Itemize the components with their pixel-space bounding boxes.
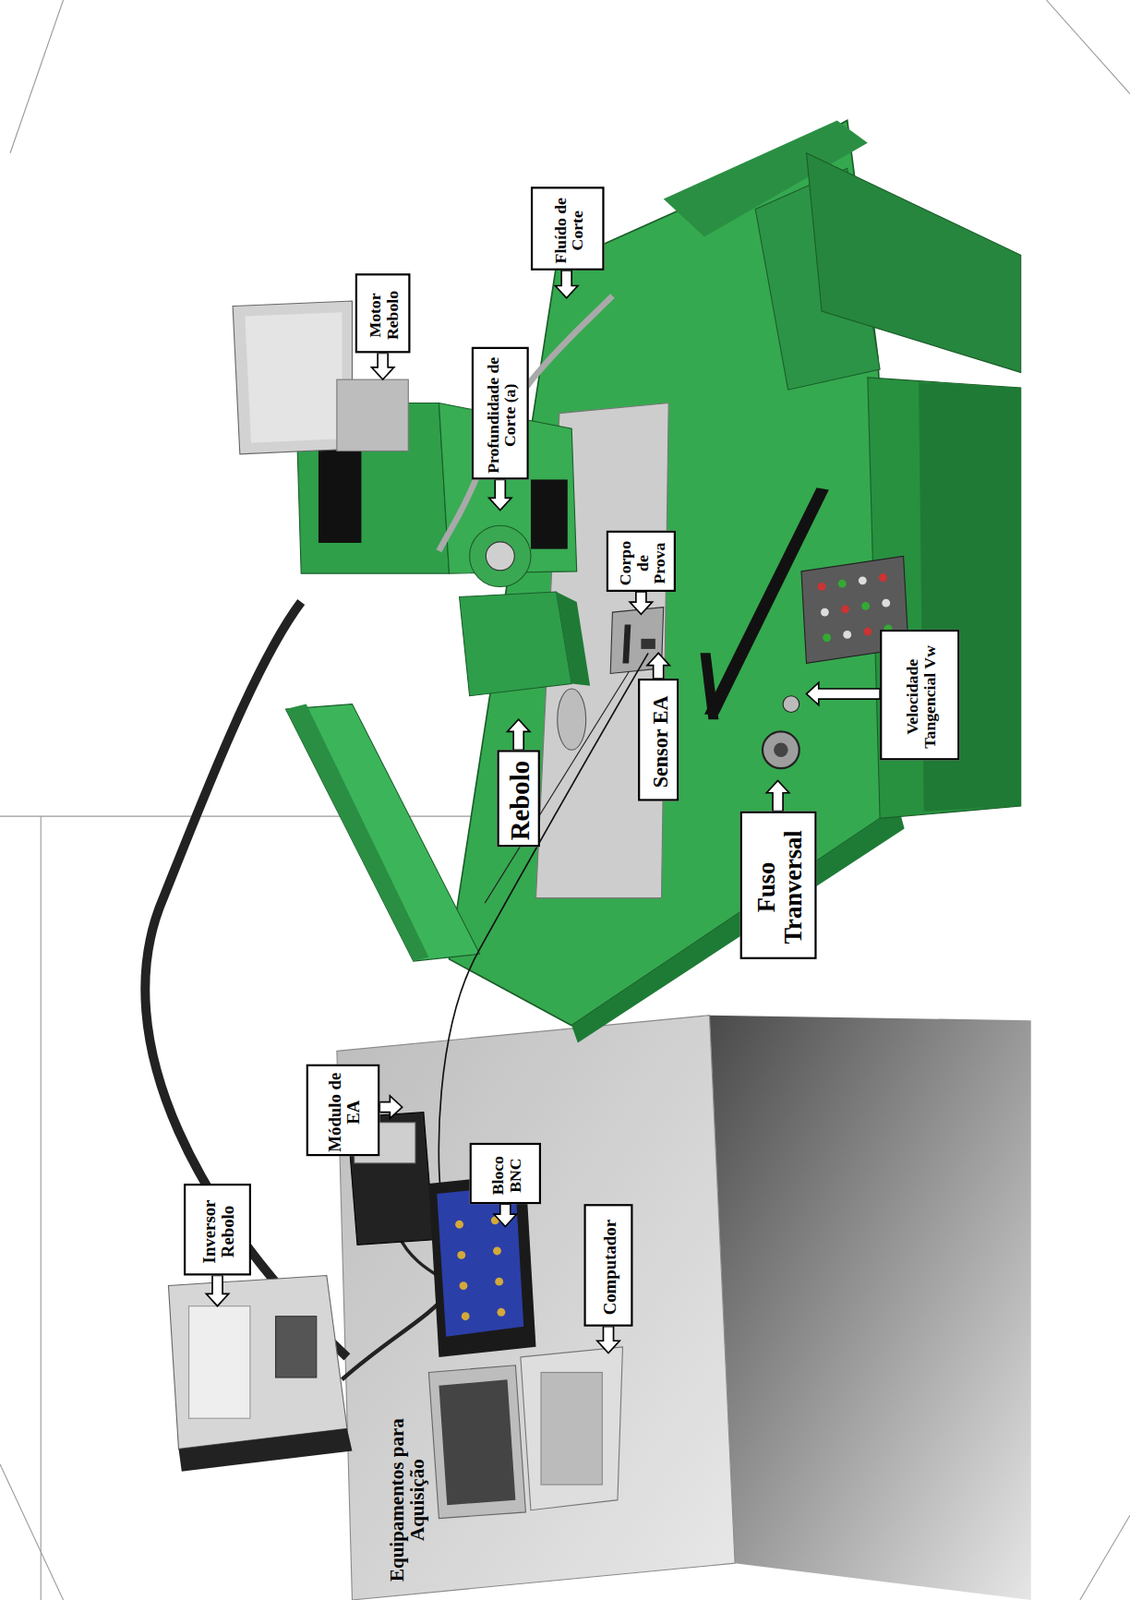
- callout-label: Inversor Rebolo: [201, 1189, 238, 1275]
- callout-box: Fuso Tranversal: [740, 811, 818, 960]
- callout-text-frame: Sensor EA: [639, 680, 681, 804]
- laptop-keyboard: [540, 1371, 602, 1485]
- wheel-guard-side: [556, 591, 590, 686]
- laptop-base: [520, 1346, 624, 1511]
- depth-wheel-hub: [485, 541, 515, 571]
- callout-label: Fluído de Corte: [552, 192, 587, 270]
- motor-cover: [232, 300, 352, 455]
- motor: [336, 379, 409, 451]
- callout-text-frame: Profundidade de Corte (a): [473, 348, 531, 482]
- callout-text-frame: Inversor Rebolo: [185, 1185, 253, 1277]
- specimen-slot: [622, 624, 631, 663]
- callout-label: Computador: [601, 1219, 620, 1315]
- column-slot: [530, 479, 570, 551]
- inverter: [168, 1275, 347, 1450]
- callout-text-frame: Fuso Tranversal: [742, 813, 819, 962]
- callout-text-frame: Motor Rebolo: [357, 275, 413, 355]
- callout-box: Corpo de Prova: [606, 530, 676, 592]
- cube-top: [336, 1015, 735, 1600]
- callout-box: Sensor EA: [637, 678, 679, 802]
- callout-label: Motor Rebolo: [367, 278, 402, 353]
- callout-box: Profundidade de Corte (a): [471, 347, 529, 481]
- callout-label: Rebolo: [506, 760, 535, 841]
- rail-stop: [700, 652, 720, 720]
- wheel-guard: [459, 591, 573, 697]
- cube-side: [709, 1015, 1031, 1600]
- callout-box: Inversor Rebolo: [183, 1183, 252, 1275]
- ae-sensor: [640, 638, 655, 650]
- inverter-panel: [276, 1316, 317, 1378]
- grinding-wheel: [557, 688, 587, 750]
- free-label: Equipamentos para Aquisição: [386, 1400, 428, 1599]
- callout-box: Motor Rebolo: [355, 273, 411, 353]
- label-holder: Equipamentos para Aquisição: [375, 1397, 440, 1600]
- coolant-hose: [438, 296, 613, 552]
- callout-text-frame: Velocidade Tangencial Vw: [881, 631, 962, 762]
- callout-text-frame: Rebolo: [499, 752, 542, 850]
- callout-label: Módulo de EA: [326, 1069, 363, 1155]
- handwheel-hub: [773, 743, 788, 758]
- callout-box: Fluído de Corte: [530, 186, 605, 271]
- inverter-grille: [189, 1306, 251, 1419]
- callout-box: Módulo de EA: [306, 1064, 381, 1156]
- callout-box: Computador: [583, 1203, 633, 1327]
- laptop-lid: [428, 1365, 526, 1519]
- sensor-wire: [438, 652, 649, 1261]
- bnc-panel: [436, 1185, 524, 1337]
- callout-text-frame: Bloco BNC: [471, 1144, 543, 1206]
- callout-label: Profundidade de Corte (a): [484, 351, 519, 479]
- callout-label: Fuso Tranversal: [754, 816, 806, 959]
- callout-text-frame: Fluído de Corte: [532, 188, 607, 273]
- inverter-base: [178, 1428, 352, 1471]
- bnc-connectors: [455, 1215, 505, 1321]
- callout-box: Velocidade Tangencial Vw: [879, 629, 960, 760]
- column-window: [318, 448, 361, 543]
- handwheel: [762, 731, 800, 769]
- callout-box: Rebolo: [496, 749, 540, 847]
- splash-guard-edge: [286, 704, 430, 962]
- callout-label: Corpo de Prova: [617, 535, 670, 591]
- callout-arrows: [205, 270, 880, 1354]
- callout-text-frame: Módulo de EA: [308, 1066, 383, 1158]
- depth-wheel: [469, 525, 531, 587]
- end-foot: [806, 153, 1022, 373]
- callout-text-frame: Corpo de Prova: [608, 532, 678, 594]
- motor-cover-face: [244, 312, 342, 443]
- callout-label: Sensor EA: [649, 696, 672, 789]
- callout-label: Velocidade Tangencial Vw: [904, 634, 939, 759]
- feed-knob: [782, 696, 800, 713]
- laptop-screen: [438, 1379, 516, 1505]
- bnc-cable: [341, 1291, 449, 1380]
- splash-guard: [286, 704, 481, 962]
- callout-box: Bloco BNC: [469, 1142, 541, 1204]
- motor-cable: [144, 601, 348, 1358]
- label-frame: Equipamentos para Aquisição: [375, 1397, 440, 1600]
- callout-text-frame: Computador: [586, 1205, 636, 1329]
- callout-label: Bloco BNC: [490, 1147, 525, 1203]
- head-slot: [530, 479, 568, 549]
